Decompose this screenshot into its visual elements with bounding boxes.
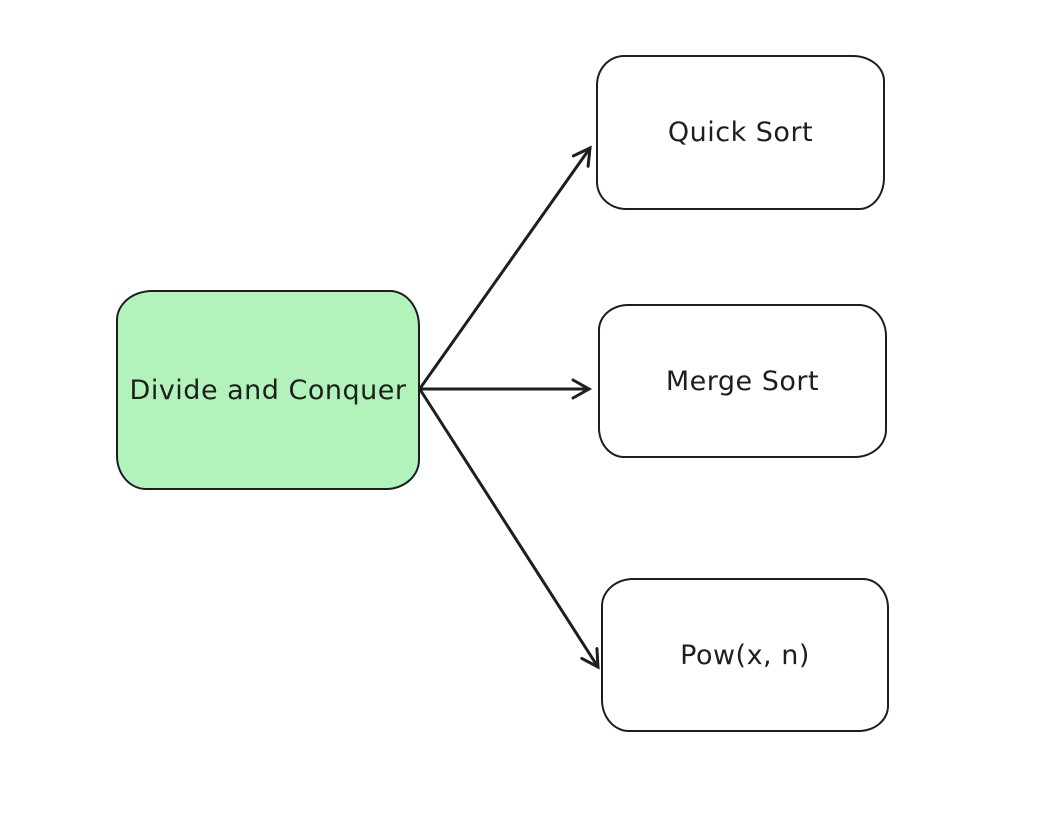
node-pow-x-n[interactable]: Pow(x, n) [601,578,889,732]
node-pow-x-n-label: Pow(x, n) [680,639,810,671]
node-divide-and-conquer-label: Divide and Conquer [129,374,407,406]
arrow-divide-to-quick-sort[interactable] [419,145,592,389]
node-merge-sort-label: Merge Sort [665,365,820,397]
node-quick-sort[interactable]: Quick Sort [596,55,885,210]
node-quick-sort-label: Quick Sort [667,117,814,148]
node-divide-and-conquer[interactable]: Divide and Conquer [116,290,420,490]
node-merge-sort[interactable]: Merge Sort [598,304,887,458]
arrow-divide-to-pow[interactable] [419,389,600,670]
